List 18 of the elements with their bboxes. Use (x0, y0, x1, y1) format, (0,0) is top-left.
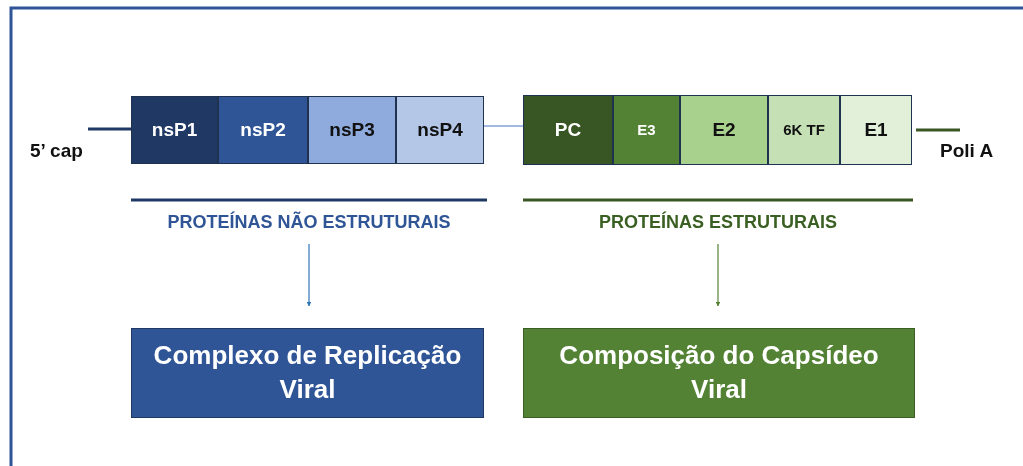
result-box: Complexo de Replicação Viral (131, 328, 484, 418)
strand-end-label: 5’ cap (30, 140, 83, 162)
gene-segment-box: PC (523, 95, 613, 165)
arrow (715, 243, 721, 307)
gene-segment-box: nsP3 (308, 96, 396, 164)
gene-segment-box: E3 (613, 95, 680, 165)
strand-end-label: Poli A (940, 140, 994, 162)
gene-segment-box: E1 (840, 95, 912, 165)
gene-segment-box: 6K TF (768, 95, 840, 165)
protein-group-heading: PROTEÍNAS ESTRUTURAIS (523, 208, 913, 236)
gene-segment-box: nsP1 (131, 96, 218, 164)
gene-segment-box: nsP2 (218, 96, 308, 164)
protein-group-heading: PROTEÍNAS NÃO ESTRUTURAIS (131, 208, 487, 236)
arrow (306, 243, 312, 307)
gene-segment-box: nsP4 (396, 96, 484, 164)
result-box: Composição do Capsídeo Viral (523, 328, 915, 418)
connector-line (483, 125, 524, 127)
gene-segment-box: E2 (680, 95, 768, 165)
